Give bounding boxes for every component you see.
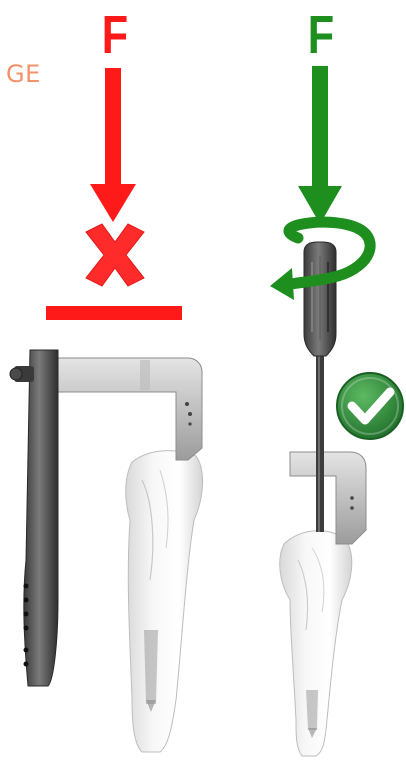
targeting-guide-right [290, 452, 366, 544]
x-mark-icon [86, 224, 144, 286]
check-circle-icon [337, 373, 403, 439]
bone-right [280, 531, 352, 756]
force-arrow-correct [298, 66, 342, 224]
stop-bar [46, 306, 182, 320]
bone-left [126, 451, 203, 752]
force-arrow-wrong [90, 68, 136, 222]
